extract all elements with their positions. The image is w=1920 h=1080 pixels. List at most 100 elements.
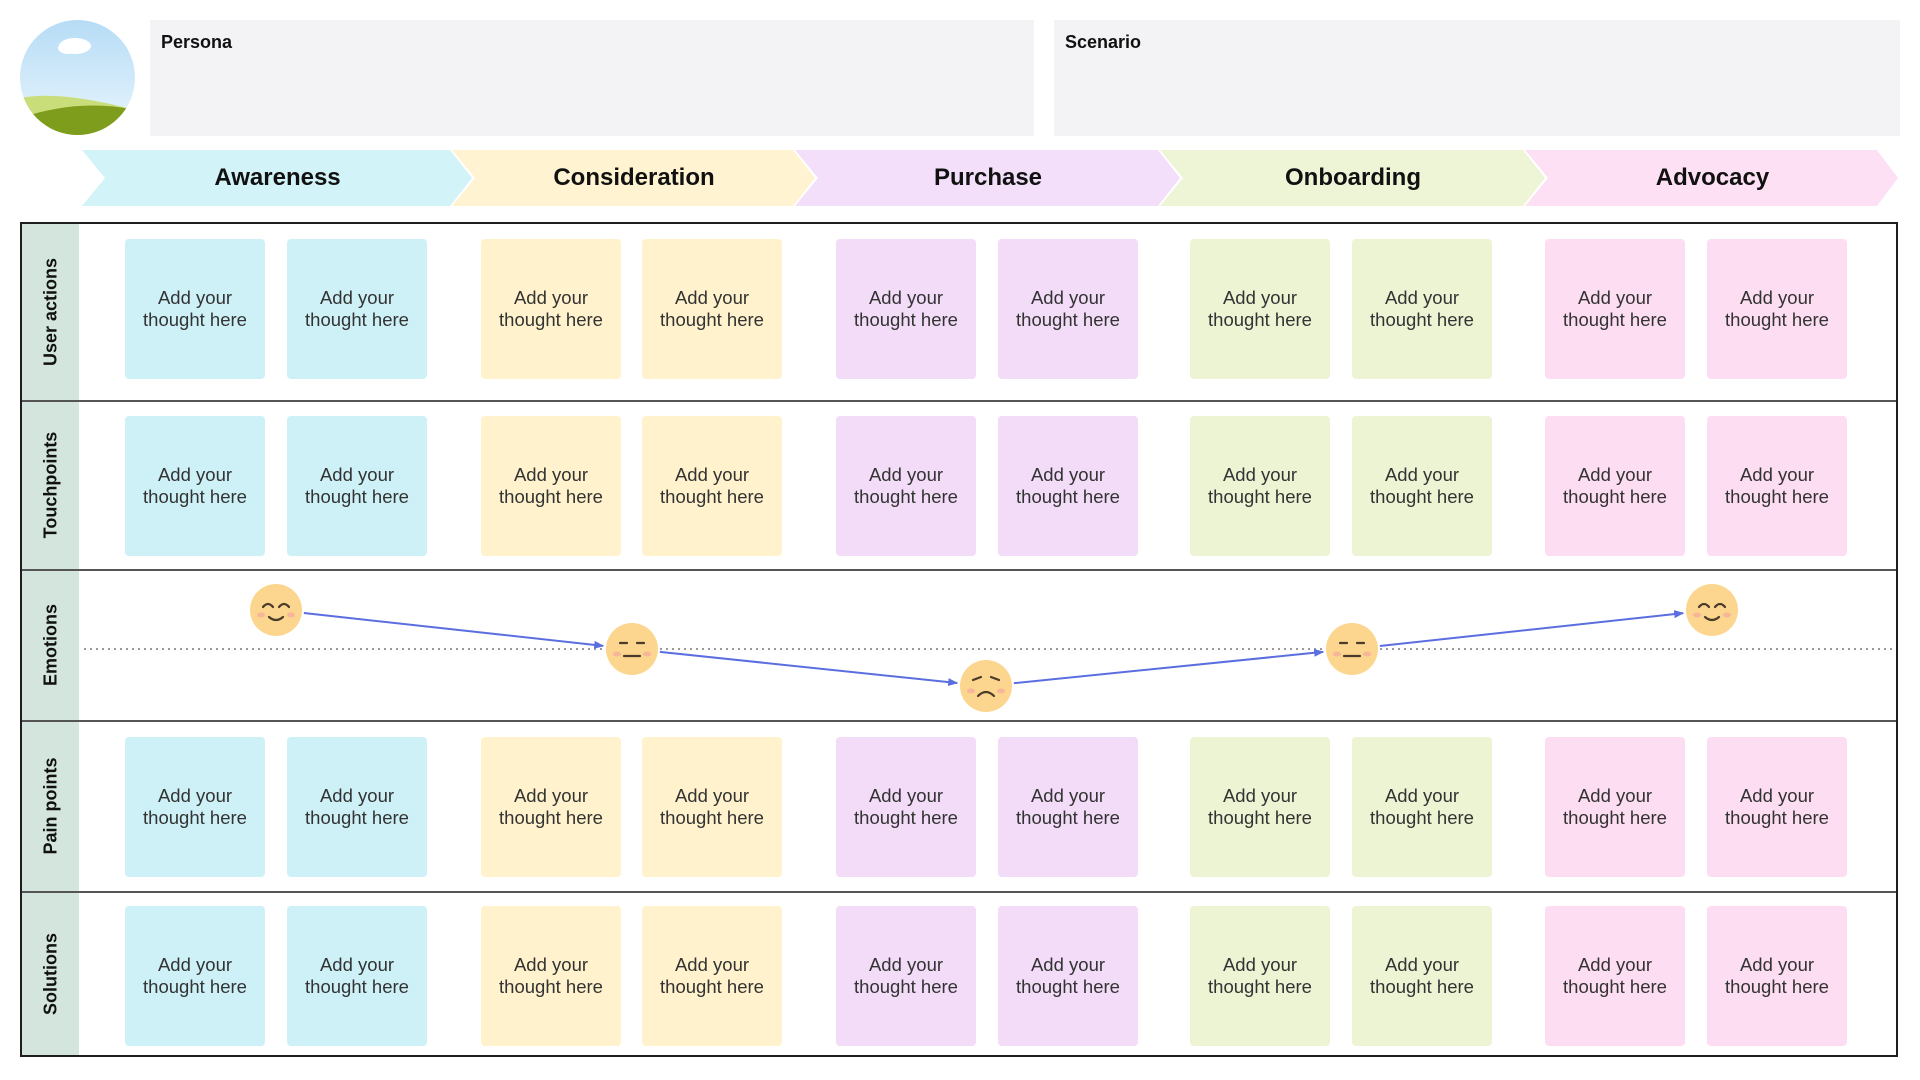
note-text-line1: Add your [1577,954,1653,975]
note-text-line2: thought here [143,976,247,997]
stage-chevron-onboarding [1160,150,1545,206]
persona-label: Persona [161,32,233,52]
stage-label-awareness: Awareness [214,164,341,191]
note-text-line2: thought here [305,807,409,828]
note-text-line2: thought here [1563,309,1667,330]
note-text-line1: Add your [1577,287,1653,308]
note-text-line2: thought here [499,807,603,828]
note-text-line2: thought here [305,309,409,330]
stage-chevron-consideration [452,150,815,206]
row-header-touchpoints: Touchpoints [22,401,79,569]
scenario-label: Scenario [1065,32,1142,52]
note-text-line1: Add your [1222,954,1298,975]
note-text-line1: Add your [513,785,589,806]
note-text-line2: thought here [305,486,409,507]
note-text-line2: thought here [1208,807,1312,828]
row-header-user-actions: User actions [22,224,79,400]
stage-label-purchase: Purchase [933,164,1043,191]
note-text-line2: thought here [660,309,764,330]
note-text-line2: thought here [1725,309,1829,330]
note-text-line1: Add your [1030,464,1106,485]
note-text-line2: thought here [143,486,247,507]
note-text-line2: thought here [1370,807,1474,828]
row-divider [22,569,1896,571]
note-text-line2: thought here [1208,486,1312,507]
note-text-line2: thought here [660,807,764,828]
scenario-box[interactable]: Scenario [1054,20,1900,136]
note-text-line1: Add your [674,785,750,806]
note-text-line1: Add your [157,464,233,485]
note-text-line2: thought here [305,976,409,997]
stage-chevron-awareness [82,150,472,206]
note-text-line2: thought here [1725,807,1829,828]
note-text-line2: thought here [1208,309,1312,330]
note-text-line2: thought here [1370,976,1474,997]
note-text-line2: thought here [1725,976,1829,997]
emotion-face-neutral-icon [1326,623,1378,675]
note-text-line1: Add your [1739,464,1815,485]
note-text-line1: Add your [868,464,944,485]
note-text-line1: Add your [1739,287,1815,308]
note-text-line1: Add your [1384,464,1460,485]
note-text-line2: thought here [143,309,247,330]
note-text-line2: thought here [854,807,958,828]
emotion-arrow [1013,648,1325,685]
note-text-line1: Add your [868,287,944,308]
emotion-face-sad-icon [960,660,1012,712]
note-text-line1: Add your [319,954,395,975]
persona-box[interactable]: Persona [150,20,1034,136]
note-text-line2: thought here [660,486,764,507]
emotion-arrow [303,612,605,649]
stage-label-onboarding: Onboarding [1285,164,1421,191]
note-text-line1: Add your [1739,954,1815,975]
note-text-line2: thought here [143,807,247,828]
note-text-line1: Add your [1739,785,1815,806]
note-text-line1: Add your [868,954,944,975]
emotion-arrow [1379,610,1685,647]
note-text-line2: thought here [1563,486,1667,507]
note-text-line2: thought here [499,486,603,507]
emotion-face-neutral-icon [606,623,658,675]
journey-grid [20,222,1898,1057]
